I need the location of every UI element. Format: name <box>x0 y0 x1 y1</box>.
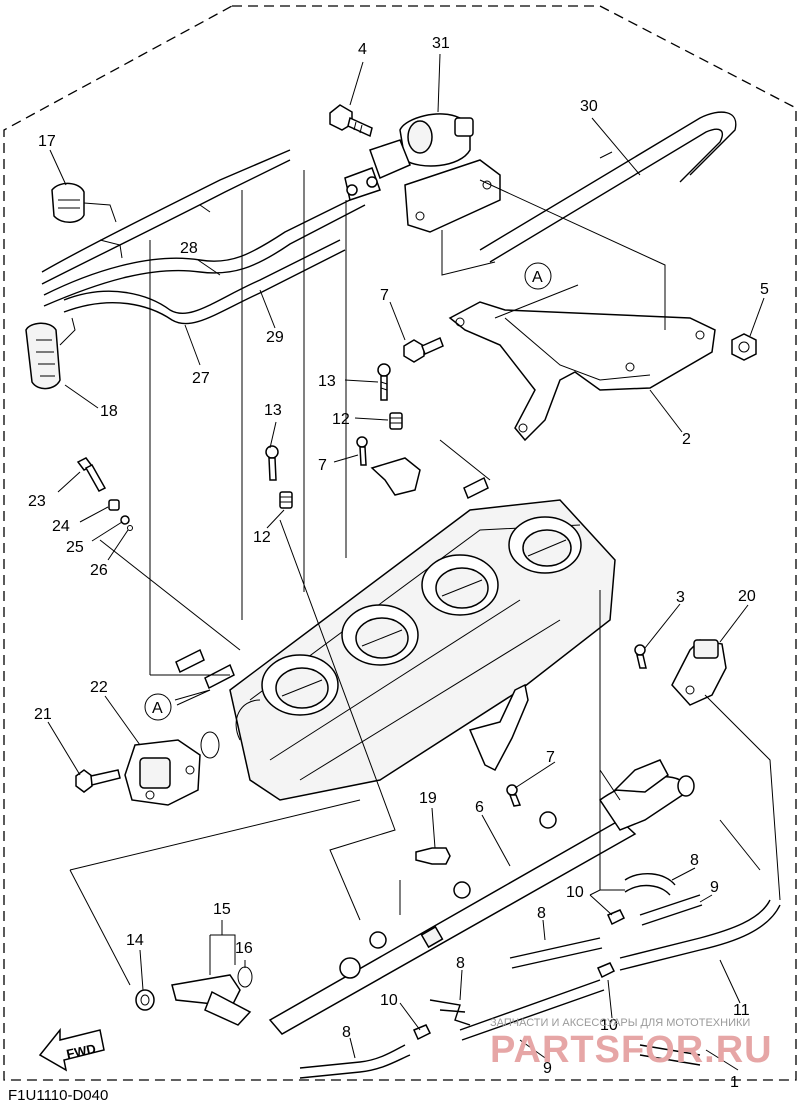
callout-27: 27 <box>192 370 210 387</box>
callout-18: 18 <box>100 403 118 420</box>
diagram-code: F1U1110-D040 <box>8 1087 108 1104</box>
callout-4: 4 <box>358 41 367 58</box>
callout-1: 1 <box>730 1074 739 1091</box>
screw-3 <box>634 644 647 669</box>
screw-7-lower <box>506 784 522 807</box>
ref-marker-a-left: A <box>144 693 172 721</box>
throttle-bore-4 <box>508 516 582 574</box>
vacuum-hoses <box>299 873 781 1079</box>
callout-10-lower: 10 <box>380 992 398 1009</box>
spring-12-upper <box>389 412 403 430</box>
callout-10-right: 10 <box>600 1017 618 1034</box>
throttle-position-sensor-22 <box>124 739 201 806</box>
callout-8-right: 8 <box>690 852 699 869</box>
screw-13-upper <box>377 363 391 401</box>
callout-28: 28 <box>180 240 198 257</box>
throttle-bore-2 <box>341 604 419 666</box>
screw-23-assembly <box>76 457 133 531</box>
fuel-rail-6 <box>268 759 695 1035</box>
callout-5: 5 <box>760 281 769 298</box>
hose-clamp-18 <box>25 317 76 390</box>
callout-21: 21 <box>34 706 52 723</box>
callout-13-lower: 13 <box>264 402 282 419</box>
callout-7-lower: 7 <box>546 749 555 766</box>
screw-7-clip <box>356 436 421 496</box>
callout-labels: 1 2 3 4 5 6 7 7 7 8 8 8 8 9 9 10 10 10 1… <box>28 35 769 1091</box>
callout-30: 30 <box>580 98 598 115</box>
screw-13-left <box>265 445 279 481</box>
callout-7-middle: 7 <box>318 457 327 474</box>
throttle-body-assembly <box>175 476 616 801</box>
callout-12-upper: 12 <box>332 411 350 428</box>
fwd-label: FWD <box>65 1041 97 1062</box>
clip-lower <box>468 683 529 771</box>
callout-20: 20 <box>738 588 756 605</box>
callout-15: 15 <box>213 901 231 918</box>
bolt-7-bracket <box>403 336 444 363</box>
spring-12-left <box>279 491 293 509</box>
callout-16: 16 <box>235 940 253 957</box>
ref-marker-a-top: A <box>524 262 552 290</box>
callout-24: 24 <box>52 518 70 535</box>
callout-25: 25 <box>66 539 84 556</box>
callout-26: 26 <box>90 562 108 579</box>
callout-19: 19 <box>419 790 437 807</box>
callout-23: 23 <box>28 493 46 510</box>
callout-leaders <box>47 53 765 1071</box>
bolt-4 <box>329 104 373 138</box>
bolt-21 <box>75 769 121 793</box>
callout-7-upper: 7 <box>380 287 389 304</box>
callout-8-bottom: 8 <box>342 1024 351 1041</box>
o-ring <box>200 731 220 759</box>
fwd-arrow-icon: FWD <box>38 1027 105 1072</box>
watermark: ЗАПЧАСТИ И АКСЕССУАРЫ ДЛЯ МОТОТЕХНИКИ PA… <box>490 1017 773 1071</box>
callout-8-middle: 8 <box>537 905 546 922</box>
callout-8-lower: 8 <box>456 955 465 972</box>
sensor-20 <box>671 639 727 706</box>
callout-17: 17 <box>38 133 56 150</box>
callout-9-right: 9 <box>710 879 719 896</box>
callout-29: 29 <box>266 329 284 346</box>
watermark-tagline: ЗАПЧАСТИ И АКСЕССУАРЫ ДЛЯ МОТОТЕХНИКИ <box>490 1017 750 1029</box>
washer-14 <box>135 989 155 1011</box>
callout-11: 11 <box>733 1002 750 1019</box>
ref-marker-label: A <box>532 269 543 286</box>
callout-12-lower: 12 <box>253 529 271 546</box>
callout-22: 22 <box>90 679 108 696</box>
pressure-sensor-31 <box>344 113 501 233</box>
callout-10-upper: 10 <box>566 884 584 901</box>
hose-30 <box>479 111 737 263</box>
bracket-2 <box>448 301 716 442</box>
hose-bundle <box>41 149 366 325</box>
callout-14: 14 <box>126 932 144 949</box>
throttle-bore-3 <box>421 554 499 616</box>
callout-9-bottom: 9 <box>543 1060 552 1077</box>
hose-clip-17 <box>51 182 117 223</box>
throttle-bore-1 <box>261 654 339 716</box>
callout-2: 2 <box>682 431 691 448</box>
screw-19 <box>415 847 451 865</box>
reference-lines <box>69 170 781 986</box>
callout-3: 3 <box>676 589 685 606</box>
callout-13-upper: 13 <box>318 373 336 390</box>
nut-5 <box>731 333 757 361</box>
diagram-frame <box>3 5 797 1081</box>
ref-marker-label: A <box>152 700 163 717</box>
callout-31: 31 <box>432 35 450 52</box>
injector-15 <box>171 966 253 1026</box>
watermark-logo: PARTSFOR.RU <box>490 1029 773 1071</box>
callout-6: 6 <box>475 799 484 816</box>
